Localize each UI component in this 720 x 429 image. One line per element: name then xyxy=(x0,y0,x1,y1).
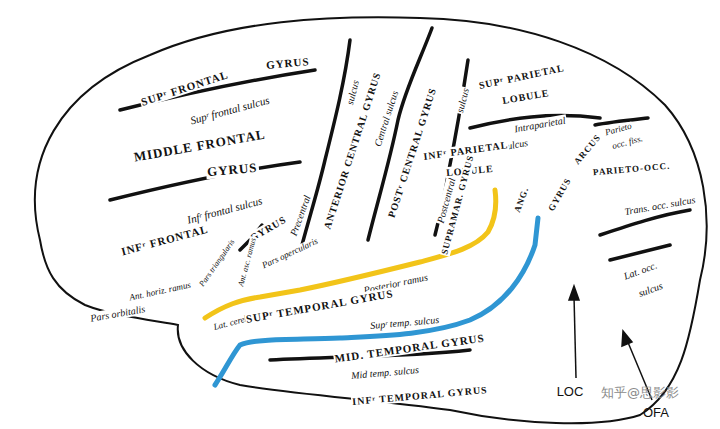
brain-outline xyxy=(35,17,707,423)
watermark: 知乎@思影影 xyxy=(600,386,680,400)
sulci xyxy=(110,28,690,360)
blue-line xyxy=(215,218,538,385)
region-label: LOC xyxy=(556,385,585,399)
region-label: OFA xyxy=(642,406,670,420)
pointer-arrows xyxy=(569,286,652,400)
